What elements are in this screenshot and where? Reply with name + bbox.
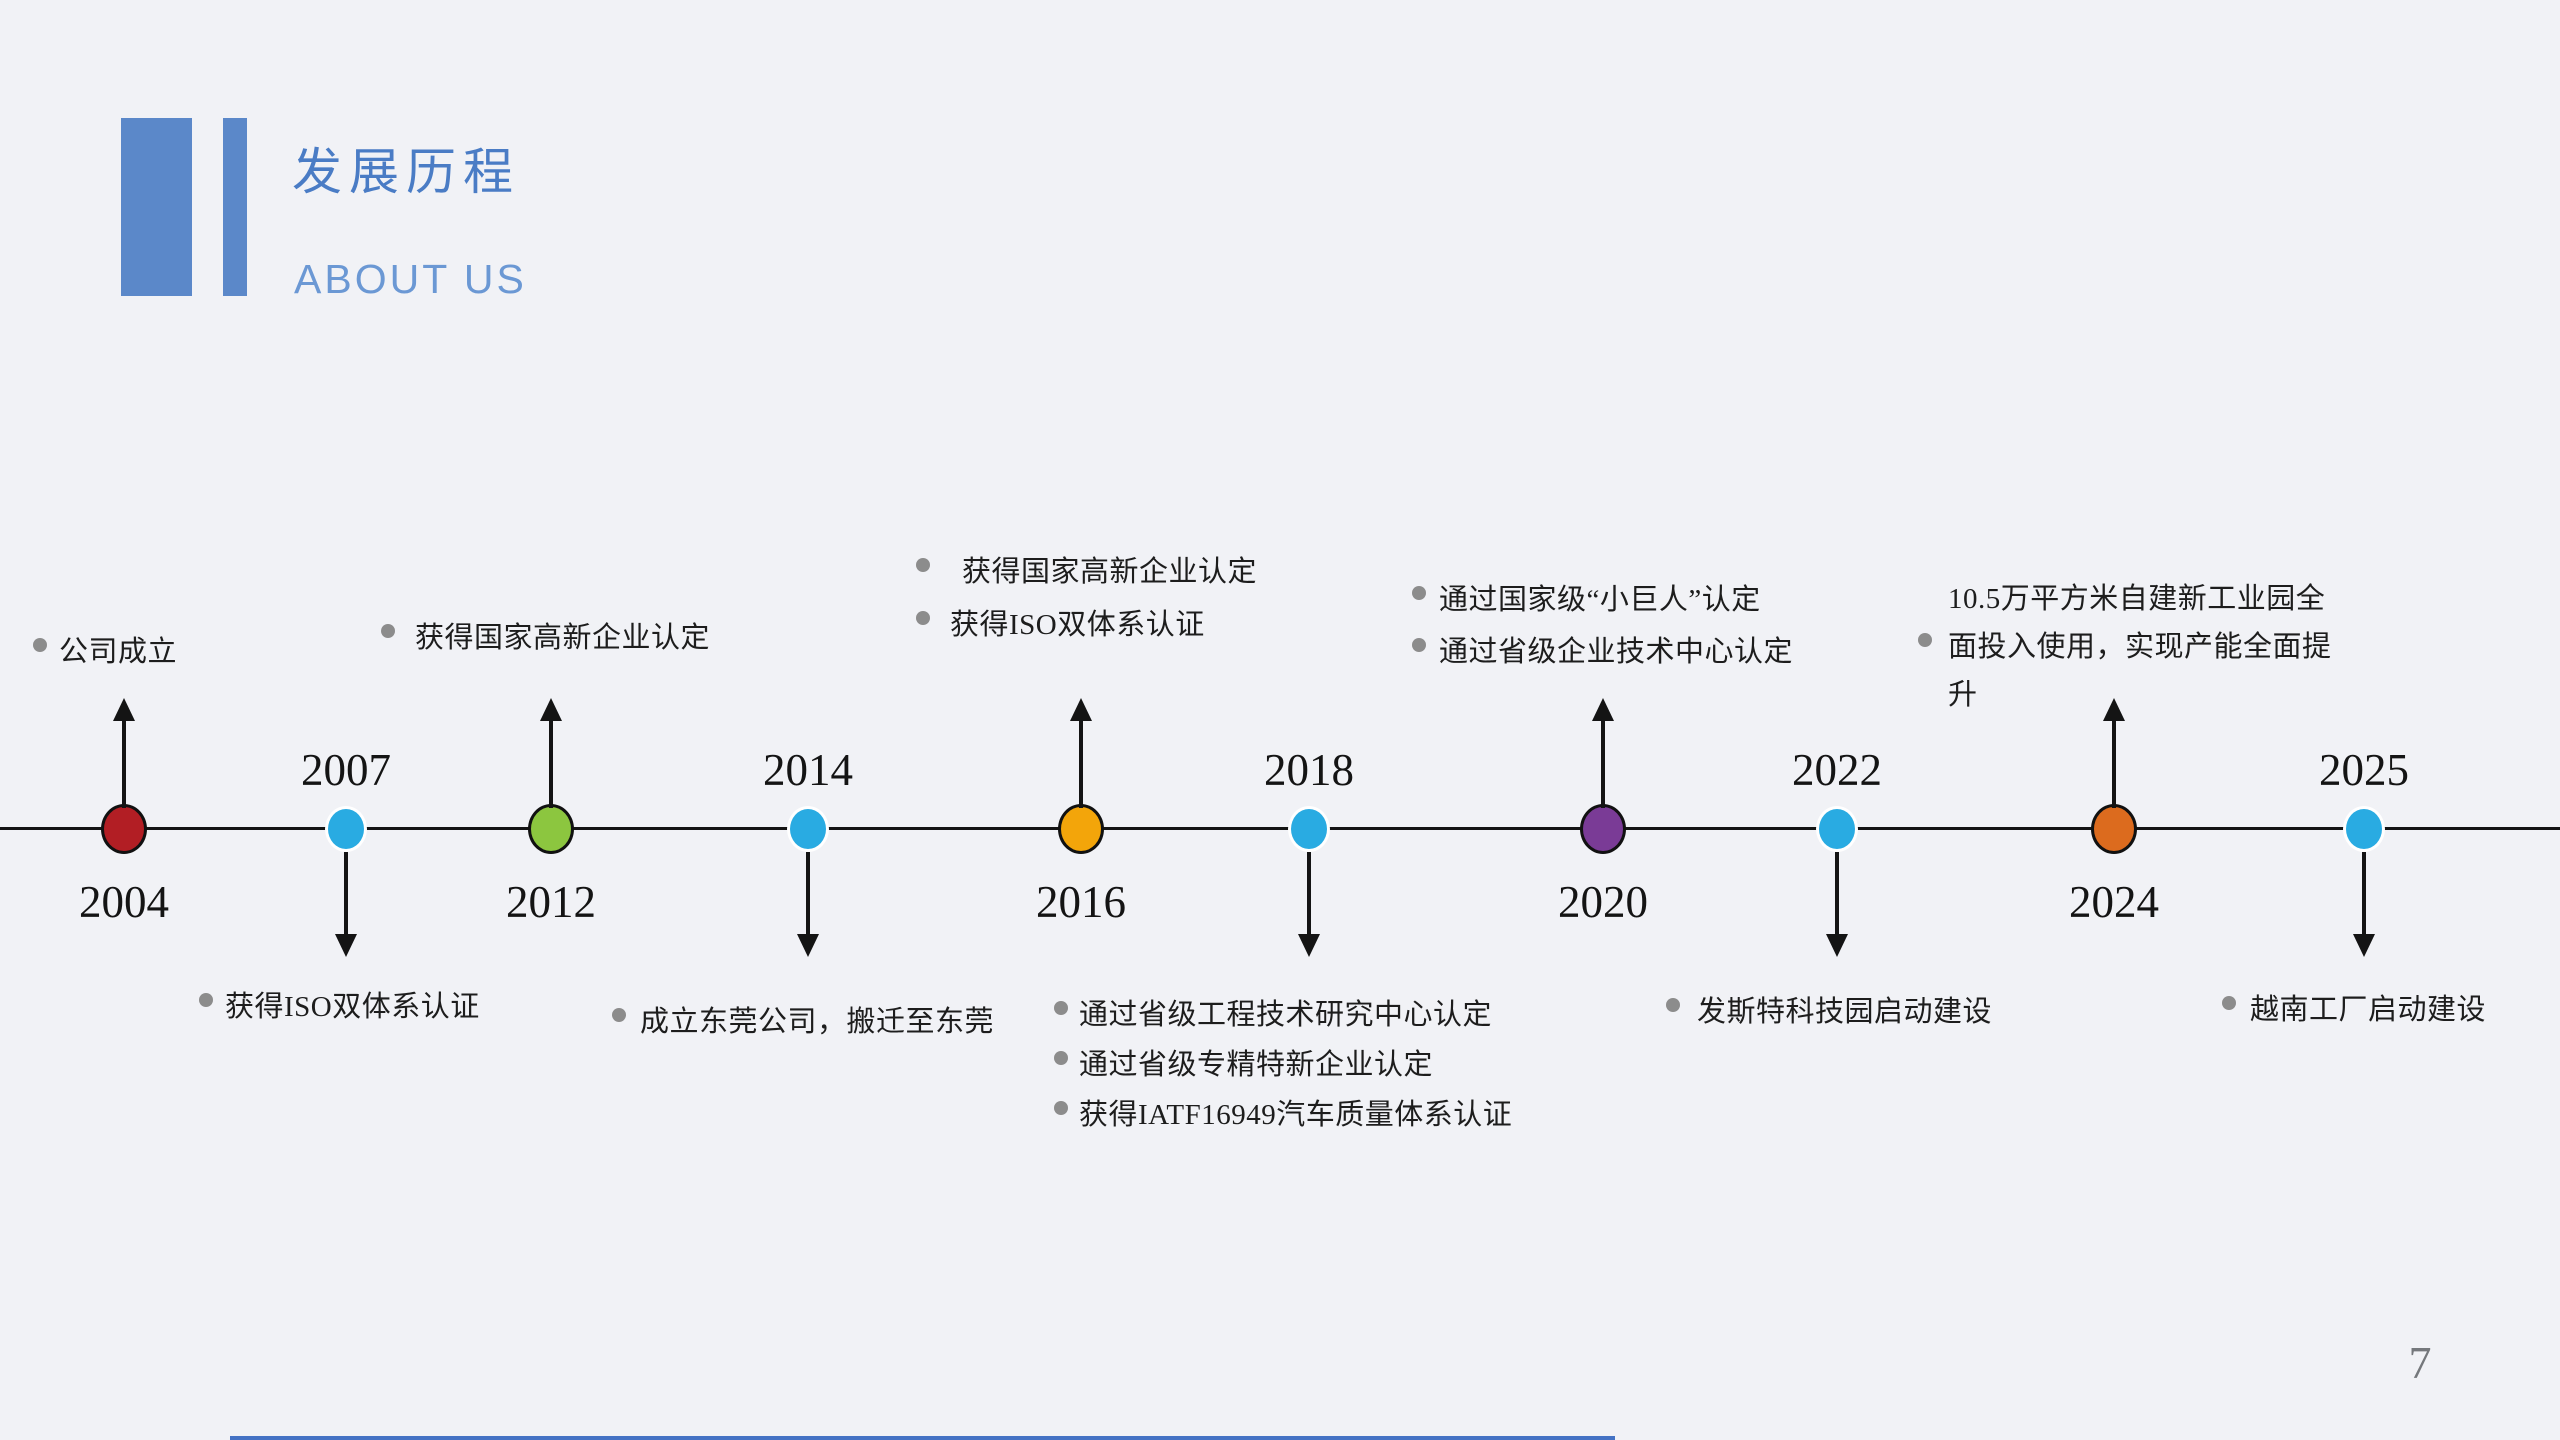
title-accent-bar-wide	[121, 118, 192, 296]
arrow-up-icon	[1592, 698, 1614, 721]
footer-accent-line	[230, 1436, 1615, 1440]
milestone-text: 面投入使用，实现产能全面提	[1948, 631, 2332, 663]
arrow-up-icon	[540, 698, 562, 721]
milestone-arrow-shaft	[1601, 720, 1605, 808]
milestone-arrow-shaft	[2112, 720, 2116, 808]
milestone-arrow-shaft	[1835, 852, 1839, 936]
page-subtitle: ABOUT US	[294, 256, 527, 302]
list-bullet-icon	[1918, 633, 1932, 647]
list-bullet-icon	[381, 624, 395, 638]
milestone-dot-2020	[1580, 804, 1626, 854]
milestone-text: 获得ISO双体系认证	[950, 609, 1205, 641]
arrow-up-icon	[113, 698, 135, 721]
year-label: 2024	[2069, 877, 2159, 927]
milestone-text: 升	[1948, 679, 1978, 711]
year-label: 2016	[1036, 877, 1126, 927]
milestone-dot-2025	[2343, 806, 2385, 852]
milestone-text: 通过省级工程技术研究中心认定	[1079, 999, 1493, 1031]
year-label: 2014	[763, 745, 853, 795]
arrow-down-icon	[2353, 934, 2375, 957]
year-label: 2018	[1264, 745, 1354, 795]
milestone-dot-2024	[2091, 804, 2137, 854]
milestone-text: 获得国家高新企业认定	[415, 622, 711, 654]
list-bullet-icon	[1054, 1051, 1068, 1065]
arrow-down-icon	[1298, 934, 1320, 957]
year-label: 2007	[301, 745, 391, 795]
year-label: 2022	[1792, 745, 1882, 795]
arrow-up-icon	[1070, 698, 1092, 721]
list-bullet-icon	[1054, 1101, 1068, 1115]
milestone-text: 获得国家高新企业认定	[962, 556, 1258, 588]
milestone-dot-2022	[1816, 806, 1858, 852]
year-label: 2004	[79, 877, 169, 927]
arrow-down-icon	[797, 934, 819, 957]
list-bullet-icon	[612, 1008, 626, 1022]
milestone-text: 通过国家级“小巨人”认定	[1439, 584, 1761, 616]
list-bullet-icon	[33, 638, 47, 652]
list-bullet-icon	[1054, 1001, 1068, 1015]
arrow-down-icon	[1826, 934, 1848, 957]
list-bullet-icon	[916, 611, 930, 625]
milestone-dot-2012	[528, 804, 574, 854]
milestone-text: 发斯特科技园启动建设	[1697, 996, 1993, 1028]
list-bullet-icon	[2222, 996, 2236, 1010]
milestone-dot-2007	[325, 806, 367, 852]
timeline-axis	[0, 827, 2560, 830]
milestone-arrow-shaft	[344, 852, 348, 936]
milestone-arrow-shaft	[1079, 720, 1083, 808]
milestone-text: 10.5万平方米自建新工业园全	[1948, 583, 2326, 615]
milestone-text: 获得IATF16949汽车质量体系认证	[1079, 1099, 1513, 1131]
milestone-arrow-shaft	[549, 720, 553, 808]
list-bullet-icon	[916, 558, 930, 572]
page-number: 7	[2408, 1337, 2432, 1388]
milestone-text: 成立东莞公司，搬迁至东莞	[640, 1006, 995, 1038]
milestone-dot-2016	[1058, 804, 1104, 854]
milestone-dot-2004	[101, 804, 147, 854]
milestone-dot-2018	[1288, 806, 1330, 852]
milestone-arrow-shaft	[122, 720, 126, 808]
milestone-text: 通过省级专精特新企业认定	[1079, 1049, 1434, 1081]
arrow-up-icon	[2103, 698, 2125, 721]
milestone-text: 越南工厂启动建设	[2250, 994, 2487, 1026]
page-title: 发展历程	[292, 144, 520, 200]
milestone-arrow-shaft	[2362, 852, 2366, 936]
milestone-arrow-shaft	[806, 852, 810, 936]
milestone-text: 通过省级企业技术中心认定	[1439, 636, 1794, 668]
list-bullet-icon	[1412, 586, 1426, 600]
arrow-down-icon	[335, 934, 357, 957]
milestone-text: 公司成立	[59, 636, 178, 668]
year-label: 2025	[2319, 745, 2409, 795]
year-label: 2020	[1558, 877, 1648, 927]
list-bullet-icon	[1666, 998, 1680, 1012]
milestone-dot-2014	[787, 806, 829, 852]
year-label: 2012	[506, 877, 596, 927]
milestone-arrow-shaft	[1307, 852, 1311, 936]
milestone-text: 获得ISO双体系认证	[225, 991, 480, 1023]
title-accent-bar-narrow	[223, 118, 247, 296]
list-bullet-icon	[1412, 638, 1426, 652]
list-bullet-icon	[199, 993, 213, 1007]
